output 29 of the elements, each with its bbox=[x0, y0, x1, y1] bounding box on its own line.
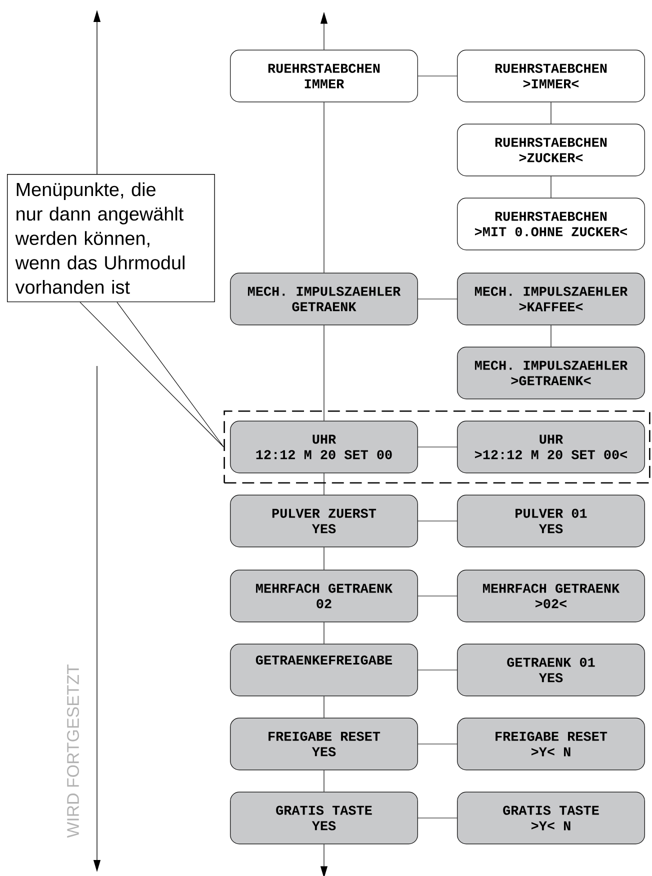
connector-line bbox=[418, 520, 458, 522]
menu-box: MECH. IMPULSZAEHLER >KAFFEE< bbox=[457, 272, 645, 326]
menu-box: GETRAENK 01 YES bbox=[457, 644, 645, 696]
dashed-frame bbox=[224, 410, 650, 484]
menu-box: RUEHRSTAEBCHEN >ZUCKER< bbox=[457, 124, 645, 176]
menu-box: MEHRFACH GETRAENK 02 bbox=[230, 570, 418, 622]
callout-box: Menüpunkte, die nur dann angewählt werden können, wenn das Uhrmodul vorhanden ist bbox=[7, 174, 215, 302]
menu-box: GETRAENKEFREIGABE bbox=[230, 644, 418, 696]
callout-pointer bbox=[80, 302, 224, 448]
connector-line bbox=[550, 176, 552, 198]
menu-box: PULVER 01 YES bbox=[457, 494, 645, 548]
menu-box: MECH. IMPULSZAEHLER GETRAENK bbox=[230, 272, 418, 326]
menu-box: PULVER ZUERST YES bbox=[230, 494, 418, 548]
connector-line bbox=[418, 298, 458, 300]
connector-line bbox=[550, 324, 552, 348]
connector-line bbox=[550, 102, 552, 124]
menu-box: FREIGABE RESET >Y< N bbox=[457, 718, 645, 770]
menu-box: RUEHRSTAEBCHEN IMMER bbox=[230, 50, 418, 102]
menu-box: GRATIS TASTE >Y< N bbox=[457, 792, 645, 844]
connector-line bbox=[418, 446, 458, 448]
menu-box: FREIGABE RESET YES bbox=[230, 718, 418, 770]
menu-box: MEHRFACH GETRAENK >02< bbox=[457, 570, 645, 622]
side-label: WIRD FORTGESETZT bbox=[67, 664, 79, 838]
menu-box: RUEHRSTAEBCHEN >IMMER< bbox=[457, 50, 645, 102]
menu-box: UHR >12:12 M 20 SET 00< bbox=[457, 420, 645, 474]
menu-box: UHR 12:12 M 20 SET 00 bbox=[230, 420, 418, 474]
menu-box: RUEHRSTAEBCHEN >MIT 0.OHNE ZUCKER< bbox=[457, 198, 645, 250]
menu-box: MECH. IMPULSZAEHLER >GETRAENK< bbox=[457, 346, 645, 400]
menu-box: GRATIS TASTE YES bbox=[230, 792, 418, 844]
